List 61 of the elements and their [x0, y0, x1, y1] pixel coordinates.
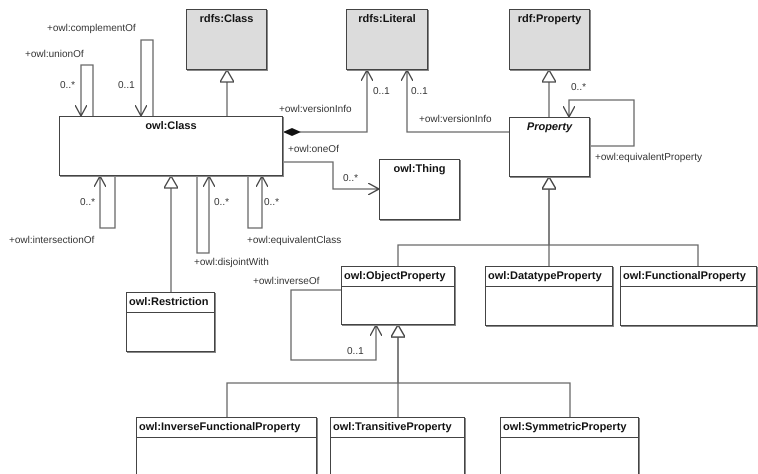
class-name: owl:DatatypeProperty — [486, 267, 612, 287]
class-name: Property — [526, 120, 574, 134]
generalization-arrow — [541, 69, 557, 117]
class-box — [346, 9, 428, 70]
association-arrow — [247, 175, 269, 229]
role-label: +owl:disjointWith — [193, 257, 270, 268]
generalization-arrow — [390, 324, 571, 417]
role-label: +owl:equivalentProperty — [594, 152, 704, 163]
class-box — [379, 159, 460, 220]
multiplicity-label: 0..* — [213, 197, 230, 208]
multiplicity-label: 0..* — [570, 82, 588, 93]
class-name: rdf:Property — [516, 12, 582, 26]
association-arrow — [290, 289, 383, 361]
class-box — [341, 266, 455, 325]
multiplicity-label: 0..* — [342, 173, 360, 184]
multiplicity-label: 0..1 — [410, 86, 429, 97]
class-name: rdfs:Literal — [357, 12, 417, 26]
association-arrow — [400, 69, 509, 133]
generalization-arrow — [219, 69, 235, 116]
class-name: owl:Restriction — [127, 293, 214, 313]
association-arrow — [93, 175, 116, 229]
role-label: +owl:intersectionOf — [8, 235, 96, 246]
role-label: +owl:complementOf — [46, 23, 137, 34]
multiplicity-label: 0..1 — [372, 86, 391, 97]
class-name: owl:ObjectProperty — [342, 267, 454, 287]
multiplicity-label: 0..* — [263, 197, 280, 208]
multiplicity-label: 0..* — [79, 197, 96, 208]
association-arrow — [74, 64, 94, 117]
role-label: +owl:oneOf — [287, 144, 340, 155]
generalization-arrow — [541, 176, 699, 266]
role-label: +owl:versionInfo — [418, 114, 493, 125]
association-arrow — [562, 99, 635, 147]
multiplicity-label: 0..* — [59, 80, 76, 91]
role-label: +owl:versionInfo — [278, 104, 353, 115]
class-name: owl:Thing — [392, 162, 446, 176]
class-name: owl:InverseFunctionalProperty — [137, 418, 316, 438]
association-arrow — [196, 175, 216, 254]
multiplicity-label: 0..1 — [346, 346, 365, 357]
class-box — [126, 292, 215, 352]
class-box — [136, 417, 317, 474]
multiplicity-label: 0..1 — [117, 80, 136, 91]
association-arrow — [283, 69, 374, 136]
association-arrow — [283, 161, 380, 196]
class-box — [500, 417, 639, 474]
role-label: +owl:equivalentClass — [246, 235, 342, 246]
class-box — [620, 266, 757, 326]
association-arrow — [134, 39, 154, 117]
class-box — [330, 417, 465, 474]
class-name: owl:FunctionalProperty — [621, 267, 756, 287]
class-box — [485, 266, 613, 326]
class-name: owl:Class — [144, 119, 198, 133]
class-name: owl:TransitiveProperty — [331, 418, 464, 438]
role-label: +owl:inverseOf — [252, 276, 320, 287]
class-box — [186, 9, 267, 70]
class-box — [509, 117, 590, 177]
class-name: owl:SymmetricProperty — [501, 418, 638, 438]
generalization-arrow — [163, 175, 179, 292]
class-box — [509, 9, 590, 70]
class-box — [59, 116, 283, 176]
class-name: rdfs:Class — [198, 12, 254, 26]
role-label: +owl:unionOf — [24, 49, 85, 60]
